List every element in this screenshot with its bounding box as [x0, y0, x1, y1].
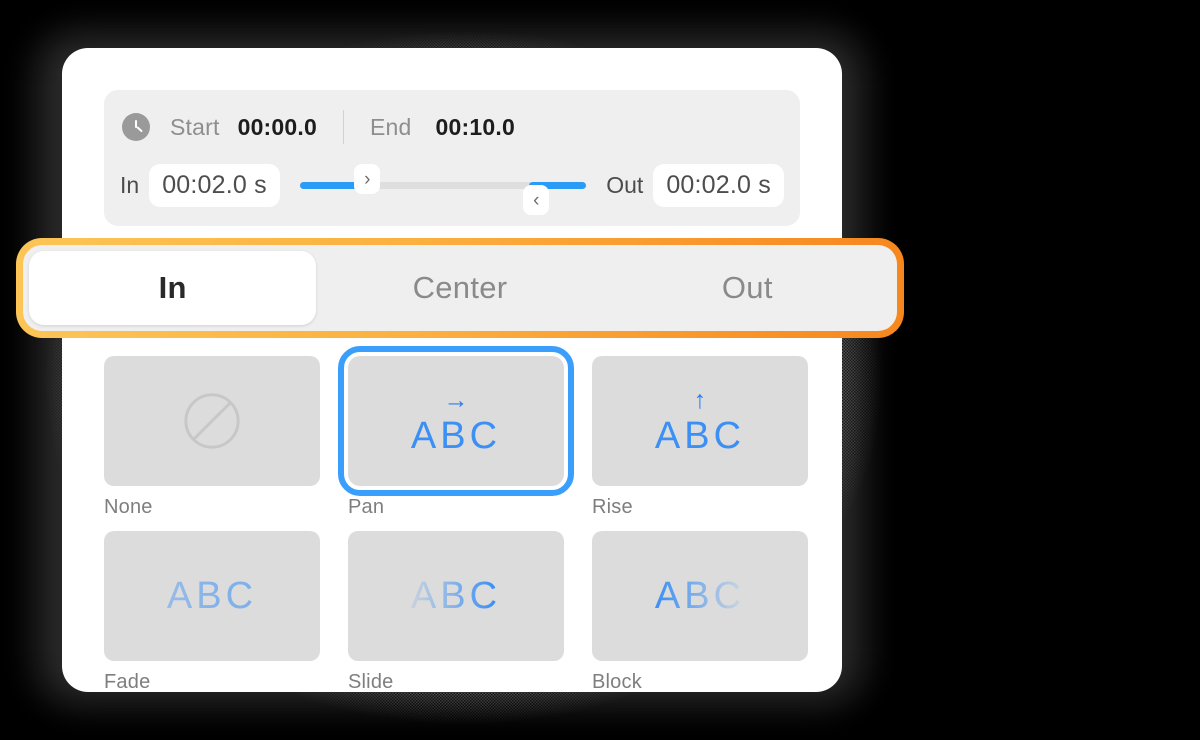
- preset-rise[interactable]: ↑ ABC Rise: [592, 356, 808, 519]
- end-label: End: [370, 113, 412, 140]
- preset-pan[interactable]: → ABC Pan: [338, 346, 574, 519]
- preset-fade-thumbnail[interactable]: ABC: [104, 531, 320, 661]
- preset-fade-label: Fade: [104, 671, 151, 693]
- chevron-left-icon: ‹: [533, 189, 540, 211]
- tab-out-label: Out: [721, 270, 773, 305]
- circle-slash-icon: [184, 393, 240, 449]
- tab-in[interactable]: In: [29, 251, 317, 325]
- animation-settings-panel: Start 00:00.0 End 00:10.0 In 00:02.0 s ›…: [16, 48, 904, 694]
- timing-summary-row: Start 00:00.0 End 00:10.0: [122, 104, 515, 150]
- tab-center-label: Center: [412, 270, 508, 305]
- slider-track[interactable]: [299, 182, 587, 189]
- arrow-right-icon: →: [443, 385, 469, 414]
- preset-none[interactable]: None: [104, 356, 320, 519]
- start-value[interactable]: 00:00.0: [237, 113, 317, 140]
- preset-fade[interactable]: ABC Fade: [104, 531, 320, 694]
- preset-slide-label: Slide: [348, 671, 394, 693]
- preset-block[interactable]: ABC Block: [592, 531, 808, 694]
- in-out-range-slider[interactable]: › ‹: [299, 162, 587, 215]
- slider-fill-in: [299, 182, 360, 189]
- preset-slide[interactable]: ABC Slide: [348, 531, 564, 694]
- in-out-row: In 00:02.0 s › ‹ Out 00:02.0 s: [120, 156, 784, 215]
- segmented-control: In Center Out: [23, 245, 897, 331]
- animation-preset-grid: None → ABC Pan ↑ ABC Rise ABC: [104, 346, 808, 694]
- slider-fill-out: [528, 182, 587, 189]
- preset-none-label: None: [104, 496, 153, 518]
- preset-slide-thumbnail[interactable]: ABC: [348, 531, 564, 661]
- preset-pan-label: Pan: [348, 496, 385, 518]
- in-label: In: [120, 171, 140, 198]
- timing-block: Start 00:00.0 End 00:10.0 In 00:02.0 s ›…: [104, 90, 800, 226]
- preset-rise-thumbnail[interactable]: ↑ ABC: [592, 356, 808, 486]
- clock-icon: [122, 113, 150, 141]
- preset-block-label: Block: [592, 671, 642, 693]
- tab-in-label: In: [158, 270, 187, 305]
- preset-rise-label: Rise: [592, 496, 633, 518]
- out-label: Out: [606, 171, 644, 198]
- arrow-up-icon: ↑: [693, 385, 707, 414]
- preset-none-thumbnail[interactable]: [104, 356, 320, 486]
- segmented-control-highlight: In Center Out: [16, 238, 904, 338]
- tab-out[interactable]: Out: [604, 251, 891, 325]
- in-duration-field[interactable]: 00:02.0 s: [149, 163, 280, 207]
- slider-handle-out[interactable]: ‹: [523, 185, 550, 215]
- preset-rise-preview-text: ABC: [654, 414, 746, 457]
- end-value[interactable]: 00:10.0: [435, 113, 515, 140]
- divider: [343, 110, 344, 144]
- preset-fade-preview-text: ABC: [166, 575, 258, 617]
- out-duration-field[interactable]: 00:02.0 s: [653, 163, 784, 207]
- preset-pan-preview-text: ABC: [410, 414, 502, 457]
- chevron-right-icon: ›: [364, 168, 371, 190]
- tab-center[interactable]: Center: [316, 251, 603, 325]
- preset-block-thumbnail[interactable]: ABC: [592, 531, 808, 661]
- slider-handle-in[interactable]: ›: [354, 164, 381, 194]
- preset-block-preview-text: ABC: [654, 575, 746, 617]
- preset-slide-preview-text: ABC: [410, 575, 502, 617]
- start-label: Start: [170, 113, 220, 140]
- preset-pan-thumbnail[interactable]: → ABC: [338, 346, 574, 496]
- preset-rise-preview: ↑ ABC: [654, 385, 746, 457]
- preset-pan-preview: → ABC: [410, 385, 502, 457]
